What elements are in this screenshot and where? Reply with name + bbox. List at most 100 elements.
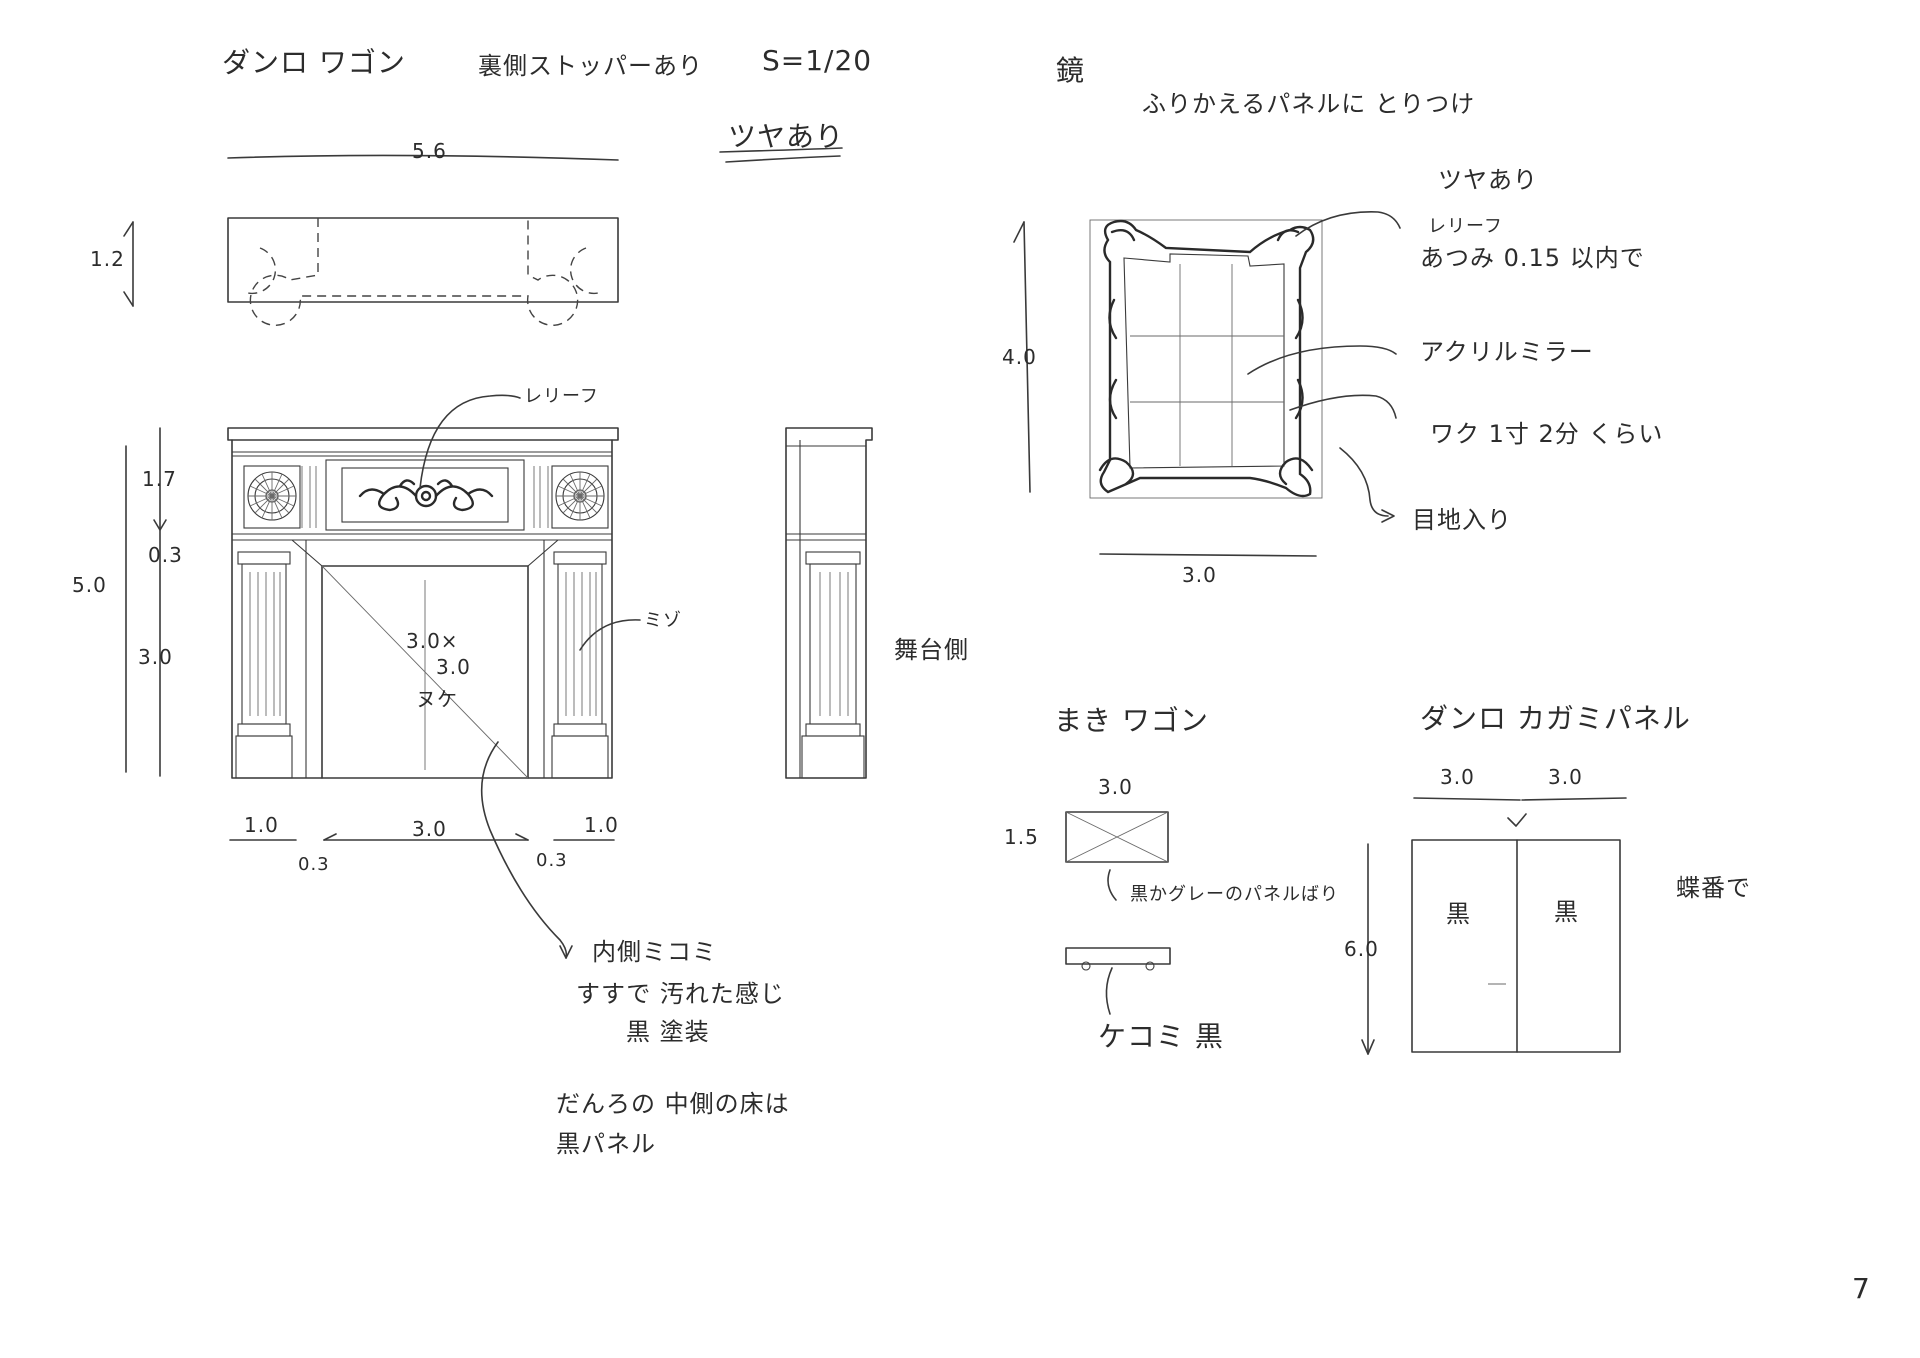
top-depth-label: 1.2	[90, 247, 125, 271]
inner-note-1: 内側ミコミ	[592, 938, 717, 966]
mirror-relief-label: レリーフ	[1428, 216, 1503, 237]
side-shaft	[809, 563, 857, 725]
relief-callout-leader	[1295, 211, 1401, 237]
panel-hinge-mark	[1507, 813, 1527, 827]
maki-wagon-width-label: 3.0	[1098, 775, 1133, 799]
page-number: 7	[1852, 1272, 1871, 1305]
mirror-top-scrolls	[1110, 229, 1300, 242]
opening-bevel	[291, 539, 559, 567]
frieze-relief-ornament	[358, 479, 494, 512]
top-width-dimension-line	[227, 154, 619, 161]
maki-wagon-top-cross	[1065, 811, 1169, 863]
groove-callout-label: ミゾ	[644, 610, 682, 631]
gloss-label: ツヤあり	[728, 120, 844, 153]
frame-label: ワク 1寸 2分 くらい	[1430, 420, 1663, 448]
upper-height-label: 1.7	[142, 467, 177, 491]
gap-label: 0.3	[148, 543, 183, 567]
mirror-thickness-label: あつみ 0.15 以内で	[1420, 244, 1645, 272]
panel-width-left-label: 3.0	[1440, 765, 1475, 789]
joint-label: 目地入り	[1412, 506, 1512, 534]
top-width-label: 5.6	[412, 139, 447, 163]
side-frieze-lines	[786, 445, 866, 541]
mantel-side-view: 舞台側	[785, 427, 969, 779]
panel-height-label: 6.0	[1344, 937, 1379, 961]
gloss-underline-2	[725, 155, 841, 163]
mirror-joint-lines	[1130, 264, 1284, 466]
rosette-block-right	[551, 465, 609, 529]
bottom-right-label: 1.0	[584, 813, 619, 837]
pilaster-right	[551, 551, 609, 779]
bottom-center-label: 3.0	[412, 817, 447, 841]
frieze-flutes	[301, 466, 549, 528]
mirror-inner-frame	[1123, 253, 1285, 469]
rosette-right	[555, 471, 605, 521]
floor-note-2: 黒パネル	[556, 1130, 656, 1158]
mirror-width-label: 3.0	[1182, 563, 1217, 587]
lower-height-label: 3.0	[138, 645, 173, 669]
mirror-title: 鏡	[1056, 54, 1085, 87]
mirror-width-dimension	[1099, 553, 1317, 557]
mantel-top-hidden-left	[243, 247, 277, 295]
opening-label: ヌケ	[416, 687, 458, 711]
mantel-shelf	[227, 427, 619, 441]
caster-left	[1081, 961, 1091, 971]
rosette-block-left	[243, 465, 301, 529]
floor-note-1: だんろの 中側の床は	[556, 1090, 790, 1118]
caster-leader	[1105, 967, 1113, 1015]
maki-panel-leader	[1107, 869, 1117, 901]
mirror-gloss: ツヤあり	[1438, 166, 1538, 194]
inner-note-arrow	[559, 945, 573, 959]
mantel-title: ダンロ ワゴン	[222, 46, 406, 79]
groove-leader	[579, 619, 641, 651]
acrylic-leader	[1247, 345, 1397, 375]
mantel-body-outline	[231, 439, 613, 779]
side-label: 舞台側	[894, 636, 969, 664]
opening-jamb-lines	[305, 540, 545, 778]
mirror-drawing	[1089, 219, 1323, 499]
side-base-cap	[805, 723, 861, 737]
hinge-note: 蝶番で	[1676, 874, 1751, 902]
mirror-side-scrolls	[1108, 298, 1304, 420]
bottom-gap-right-label: 0.3	[536, 850, 568, 871]
relief-leader	[419, 394, 521, 489]
maki-wagon-side-outline	[1065, 947, 1171, 965]
bottom-left-label: 1.0	[244, 813, 279, 837]
total-height-label: 5.0	[72, 573, 107, 597]
side-base	[801, 735, 865, 779]
panel-height-arrow	[1361, 1039, 1375, 1055]
panel-right-label: 黒	[1554, 898, 1579, 926]
frame-leader	[1289, 394, 1397, 419]
inner-note-2: すすで 汚れた感じ	[576, 980, 785, 1008]
fireplace-opening	[321, 565, 529, 779]
mirror-panel-outline	[1411, 839, 1621, 1053]
stopper-note: 裏側ストッパーあり	[478, 52, 703, 80]
relief-callout-label: レリーフ	[524, 386, 599, 407]
side-capital	[805, 551, 861, 565]
frieze-panel-outer	[325, 459, 525, 531]
mirror-corner-scrolls	[1098, 457, 1314, 486]
mantel-top-view: 5.6 1.2	[90, 139, 619, 326]
maki-caster-note: ケコミ 黒	[1098, 1020, 1224, 1053]
acrylic-label: アクリルミラー	[1420, 338, 1594, 366]
bottom-gap-left-label: 0.3	[298, 854, 330, 875]
joint-arrow	[1381, 509, 1395, 523]
caster-right	[1145, 961, 1155, 971]
mantel-top-outline	[227, 217, 619, 303]
top-depth-ticks	[123, 221, 134, 307]
pilaster-left	[235, 551, 293, 779]
mantel-top-hidden-right	[569, 247, 603, 295]
mirror-panel-bounds	[1089, 219, 1323, 499]
mantel-top-hidden-lines	[249, 218, 579, 326]
maki-wagon-depth-label: 1.5	[1004, 825, 1039, 849]
opening-size-a: 3.0×	[406, 629, 459, 653]
gloss-underline-1	[719, 147, 843, 153]
maki-wagon-title: まき ワゴン	[1054, 704, 1209, 737]
bottom-center-arrows	[323, 833, 529, 841]
mirror-ornate-frame	[1099, 219, 1315, 498]
maki-wagon-top-outline	[1065, 811, 1169, 863]
side-flutes	[819, 572, 849, 716]
maki-wagon-side-view	[1065, 947, 1171, 971]
rosette-left	[247, 471, 297, 521]
inner-note-3: 黒 塗装	[626, 1018, 710, 1046]
